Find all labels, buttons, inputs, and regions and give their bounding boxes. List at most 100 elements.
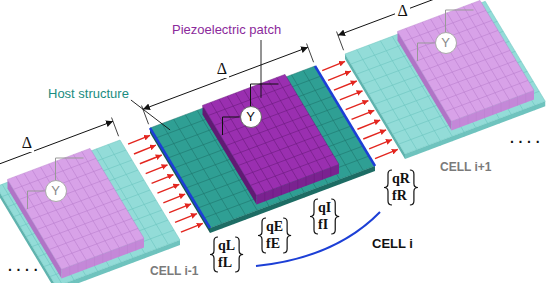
vector-brace [331,199,339,234]
mesh-line [156,249,157,254]
vector-brace [283,218,291,253]
mesh-line [322,171,323,180]
mesh-line [109,267,110,272]
piezoelectric-patch [398,0,535,121]
mesh-line [244,90,298,180]
cell-label: CELL i+1 [440,160,491,174]
extension-line [112,118,119,137]
mesh-line [277,78,331,168]
force-arrow [352,110,375,119]
mesh-line [428,145,429,150]
vector-brace [310,199,318,234]
mesh-line [260,84,314,174]
mesh-line [517,97,518,106]
mesh-line [439,16,493,106]
mesh-line [50,218,133,249]
mesh-line [65,158,119,248]
mesh-line [316,188,317,193]
mesh-line [487,123,488,128]
mesh-line [57,161,111,251]
piezoelectric-patch [8,148,145,269]
mesh-line [264,192,265,201]
continuation-dots: · · · · [510,134,540,150]
mesh-line [86,260,87,269]
mesh-line [363,170,364,175]
force-arrow [175,214,197,223]
dimension-label: Δ [215,60,229,78]
mesh-line [351,175,352,180]
mesh-line [422,40,505,71]
mesh-line [74,155,128,245]
mesh-line [16,176,70,266]
coordinate-circle: Y [240,106,262,128]
callout-label: Piezoelectric patch [172,22,281,37]
host-structure [150,66,375,228]
mesh-line [94,257,95,266]
cell-bracket [256,212,380,266]
mesh-line [509,100,510,109]
vector-symbol: qR [392,171,410,187]
vector-symbol: qI [318,200,331,216]
mesh-line [168,244,169,249]
mesh-line [24,173,78,263]
leader-line [261,40,262,98]
mesh-line [406,28,460,118]
dimension-label: Δ [395,2,409,20]
piezoelectric-patch [203,74,340,195]
coordinate-bracket [418,10,474,61]
axis-label: Y [246,110,255,124]
mesh-line [416,150,417,155]
mesh-line [135,242,136,251]
mesh-line [306,177,307,186]
mesh-line [268,206,269,211]
mesh-line [468,115,469,124]
mesh-line [56,228,139,259]
interface-boundary [150,128,210,228]
mesh-line [511,114,512,119]
mesh-line [221,224,222,229]
mesh-line [416,30,499,61]
mesh-line [144,253,145,258]
mesh-line [492,106,493,115]
mesh-line [269,81,323,171]
mesh-line [522,110,523,115]
dimension-arrow [0,121,113,183]
host-structure [345,1,545,154]
force-arrow [328,71,351,80]
mesh-line [525,94,526,103]
mesh-line [440,70,523,101]
mesh-line [245,144,328,175]
mesh-line [233,219,234,224]
mesh-line [119,248,120,257]
mesh-line [446,80,529,111]
continuation-dots: · · · · [8,262,38,278]
mesh-line [82,152,136,242]
mesh-line [257,210,258,215]
leader-line [131,100,170,130]
mesh-line [221,104,304,135]
extension-line [142,106,149,125]
mesh-line [127,245,128,254]
axis-label: Y [441,36,450,50]
coordinate-bracket [223,84,279,135]
vector-symbol: qL [218,238,235,254]
mesh-line [44,208,127,239]
force-arrow [157,184,179,193]
extension-line [337,32,344,51]
mesh-line [304,193,305,198]
mesh-line [32,170,86,260]
mesh-line [97,271,98,276]
force-arrow [363,130,386,139]
cell-label: CELL i-1 [150,264,198,278]
force-arrow [152,175,174,184]
vector-symbol: fI [318,217,328,233]
mesh-line [414,25,468,115]
dimension-arrow [338,0,503,35]
mesh-line [484,109,485,118]
mesh-line [219,99,273,189]
mesh-line [281,186,282,195]
mesh-line [273,189,274,198]
vector-brace [210,237,218,272]
mesh-line [434,60,517,91]
mesh-line [236,93,290,183]
